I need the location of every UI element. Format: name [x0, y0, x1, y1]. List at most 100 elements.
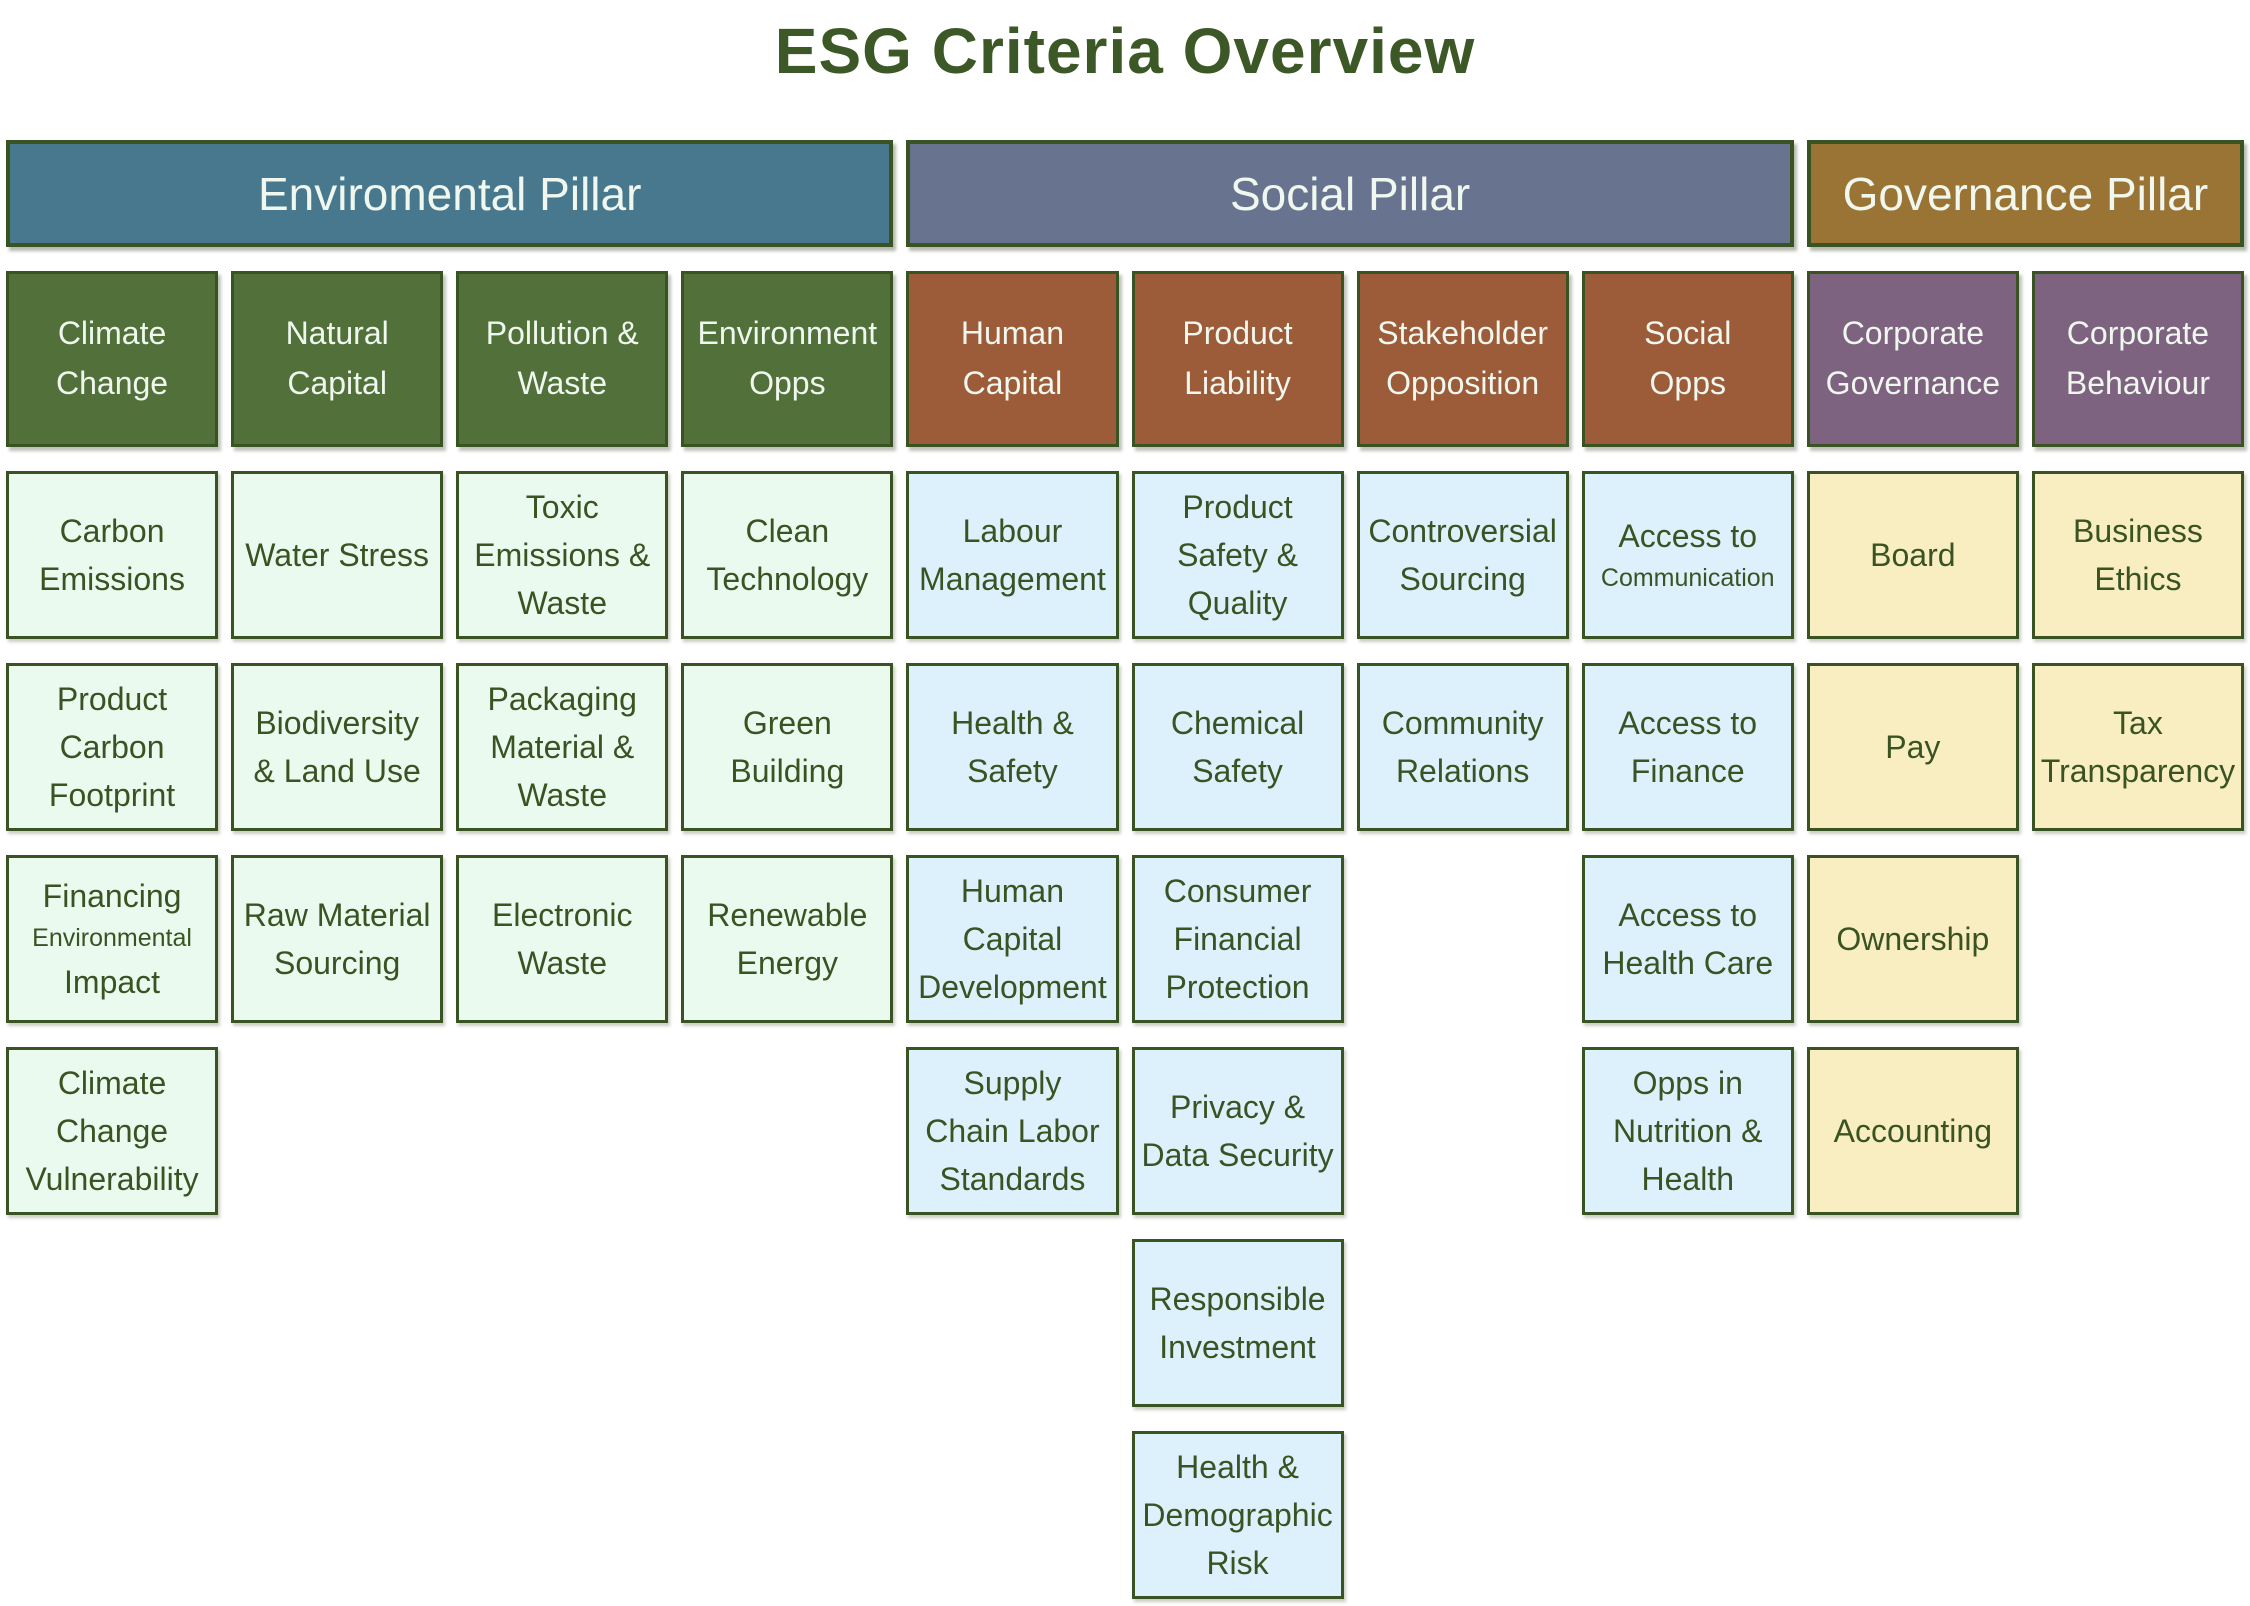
item-label-line: Ownership [1836, 921, 1990, 957]
item-privacy-data-security: Privacy &Data Security [1131, 1047, 1344, 1215]
category-pollution-waste: Pollution & Waste [456, 271, 669, 447]
item-label-line: Health Care [1602, 945, 1774, 981]
item-label-line: Health & [951, 705, 1074, 741]
item-label-line: Finance [1630, 753, 1745, 789]
item-label-line: Toxic [525, 489, 599, 525]
item-label-line: Chain Labor [925, 1113, 1100, 1149]
item-label-line: Renewable [707, 897, 868, 933]
item-label-line: Investment [1159, 1329, 1316, 1365]
item-board: Board [1806, 471, 2019, 639]
item-label-line: Impact [64, 963, 161, 1000]
item-label-line: Access to [1618, 518, 1758, 555]
item-label-line: Electronic [491, 897, 633, 933]
item-label-line: Ethics [2094, 561, 2182, 597]
item-label-line: Sourcing [273, 945, 401, 981]
item-label-line: Health & [1176, 1449, 1299, 1485]
item-label-line: Environmental [32, 924, 192, 953]
item-label-line: Business [2073, 513, 2203, 549]
item-label-line: Water Stress [245, 537, 429, 573]
item-label-line: Responsible [1149, 1281, 1326, 1317]
item-label-line: Access to [1618, 705, 1758, 741]
category-label-line: Liability [1184, 365, 1291, 401]
item-label-line: Technology [706, 561, 869, 597]
item-label-line: Pay [1885, 729, 1941, 765]
item-label-line: Quality [1187, 585, 1288, 621]
item-label-line: Green [742, 705, 832, 741]
item-label-line: Risk [1206, 1545, 1269, 1581]
item-label-line: Sourcing [1399, 561, 1526, 597]
item-label-line: Consumer [1163, 873, 1312, 909]
item-label-line: Communication [1600, 564, 1775, 593]
item-label-line: Product [1182, 489, 1293, 525]
category-label-line: Change [56, 365, 169, 401]
item-accounting: Accounting [1806, 1047, 2019, 1215]
item-label-line: Capital [962, 921, 1063, 957]
category-label-line: Pollution & [485, 315, 639, 352]
category-label-line: Environment [697, 315, 878, 352]
item-access-to-health-care: Access to Health Care [1581, 855, 1794, 1023]
item-label-line: Community [1381, 705, 1544, 741]
category-label-line: Waste [517, 365, 607, 401]
item-label-line: Emissions [39, 561, 185, 597]
category-label-line: Opposition [1386, 365, 1540, 401]
item-pay: Pay [1806, 663, 2019, 831]
item-label-line: Human [960, 873, 1065, 909]
item-health-safety: Health & Safety [906, 663, 1119, 831]
item-label-line: Material & [490, 729, 635, 765]
item-label-line: Building [730, 753, 845, 789]
item-label-line: Relations [1395, 753, 1530, 789]
item-label-line: Safety [967, 753, 1058, 789]
item-label-line: Supply [963, 1065, 1062, 1101]
pillar-social: Social Pillar [906, 140, 1794, 247]
item-label-line: Clean [745, 513, 830, 549]
item-access-to-finance: Access to Finance [1581, 663, 1794, 831]
item-access-to-communication: Access to Communication [1581, 471, 1794, 639]
item-label-line: Waste [517, 945, 607, 981]
item-label-line: Access to [1618, 897, 1758, 933]
pillar-label: Social Pillar [1229, 167, 1471, 220]
pillar-governance: Governance Pillar [1806, 140, 2244, 247]
category-label-line: Opps [749, 365, 826, 401]
category-label-line: Governance [1825, 365, 2000, 401]
item-label-line: Product [56, 681, 168, 717]
item-label-line: Climate [57, 1065, 167, 1101]
item-label-line: Development [918, 969, 1107, 1005]
category-label-line: Opps [1649, 365, 1726, 401]
item-label-line: Accounting [1833, 1113, 1992, 1149]
item-water-stress: Water Stress [231, 471, 444, 639]
item-label-line: Financing [42, 878, 182, 915]
item-label-line: Change [56, 1113, 169, 1149]
item-label-line: Safety & [1177, 537, 1299, 573]
item-label-line: Transparency [2040, 753, 2236, 789]
pillar-environmental: Enviromental Pillar [6, 140, 894, 247]
item-label-line: Standards [939, 1161, 1086, 1197]
item-label-line: Emissions & [474, 537, 651, 573]
category-label-line: Natural [285, 315, 389, 352]
item-label-line: & Land Use [253, 753, 421, 789]
item-label-line: Energy [736, 945, 839, 981]
item-label-line: Nutrition & [1613, 1113, 1763, 1149]
